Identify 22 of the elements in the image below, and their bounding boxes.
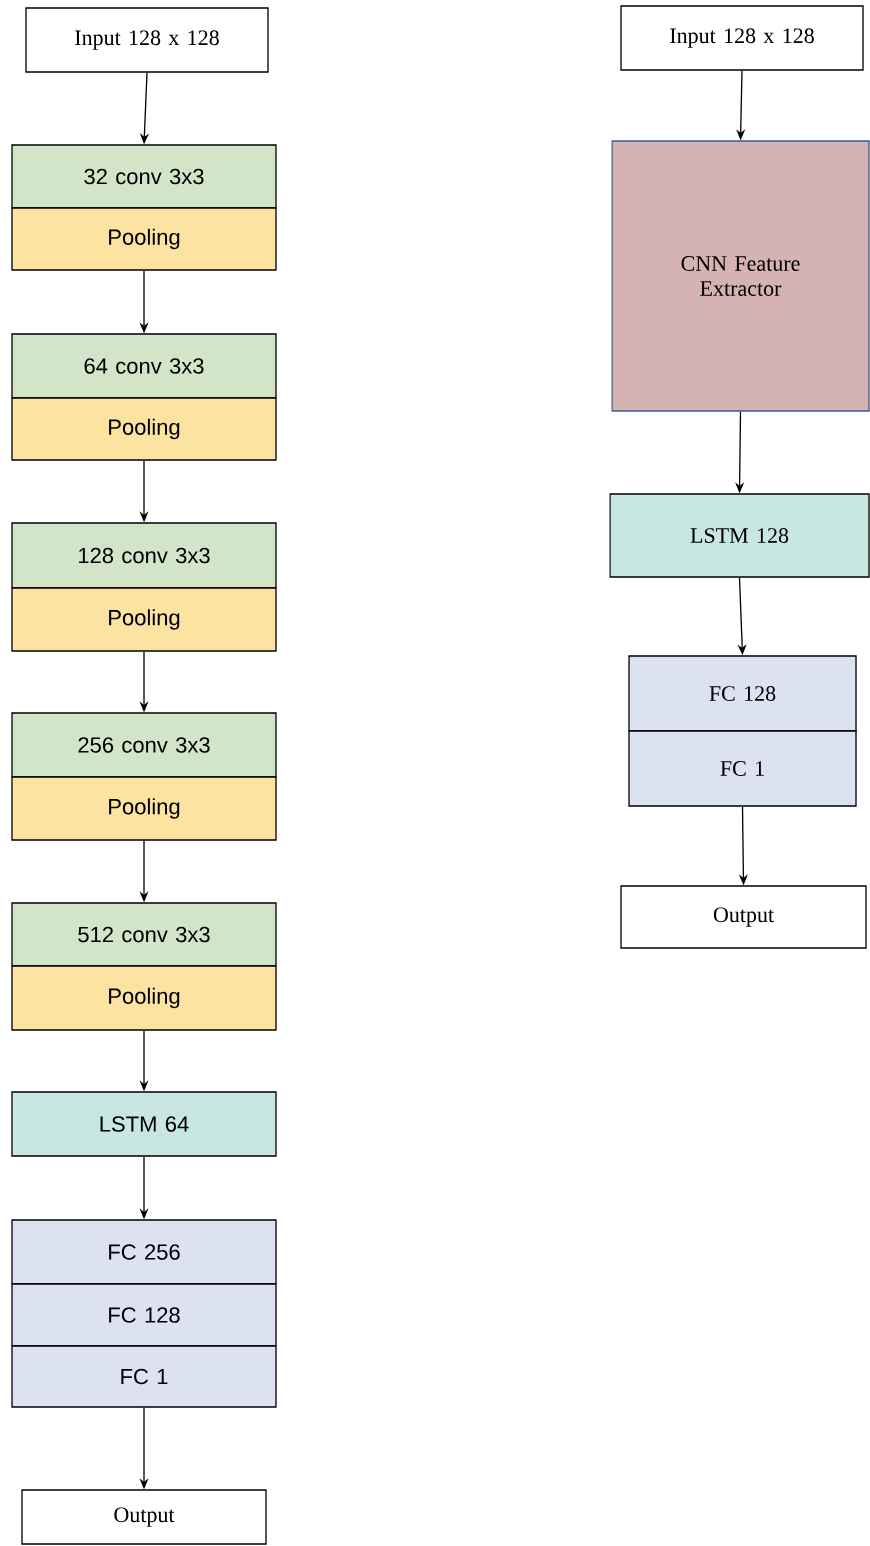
dense-layer-box: FC 1 [628,730,857,807]
pooling-box: Pooling [11,587,277,652]
input-box: Input 128 x 128 [620,5,864,71]
dense-layer-box: FC 1 [11,1345,277,1408]
dense-layer-box: FC 256 [11,1219,277,1285]
lstm-box: LSTM 128 [609,493,870,578]
conv-layer-box: 512 conv 3x3 [11,902,277,967]
conv-layer-box: 256 conv 3x3 [11,712,277,778]
conv-layer-box: 32 conv 3x3 [11,144,277,209]
output-box: Output [21,1489,267,1545]
dense-layer-box: FC 128 [628,655,857,732]
output-box: Output [620,885,867,949]
conv-layer-box: 64 conv 3x3 [11,333,277,399]
pooling-box: Pooling [11,397,277,461]
input-box: Input 128 x 128 [25,7,269,73]
pooling-box: Pooling [11,965,277,1031]
dense-layer-box: FC 128 [11,1283,277,1347]
lstm-box: LSTM 64 [11,1091,277,1157]
conv-layer-box: 128 conv 3x3 [11,522,277,589]
pooling-box: Pooling [11,776,277,841]
pooling-box: Pooling [11,207,277,271]
feature-extractor-box: CNN Feature Extractor [611,140,870,412]
